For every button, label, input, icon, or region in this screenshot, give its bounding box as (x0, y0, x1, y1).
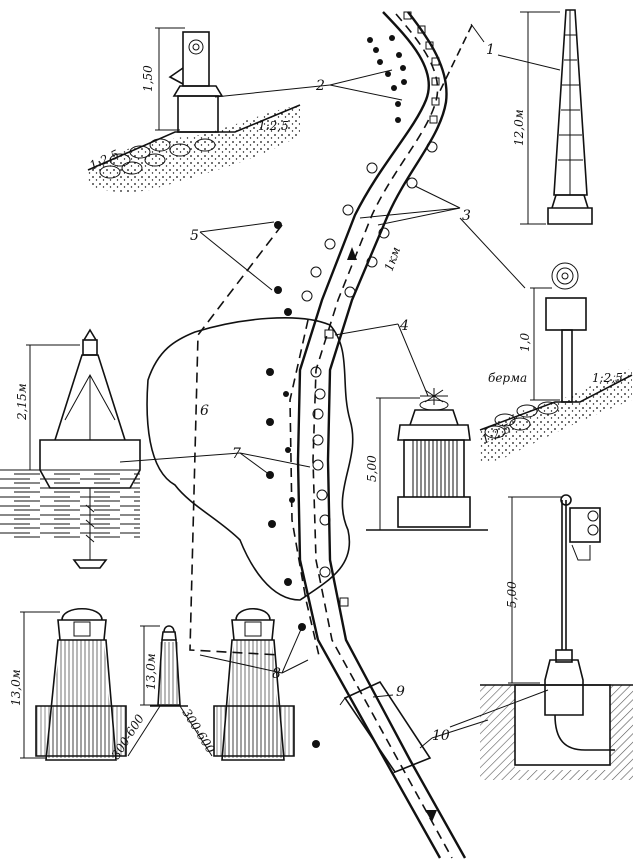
dim-light-buoy-height: 5,00 (365, 455, 379, 482)
callout-2: 2 (315, 78, 325, 94)
dim-lighthouse-left-height: 13,0м (9, 669, 23, 706)
dim-distance-right: 300-600 (179, 706, 217, 756)
lake-outline (146, 317, 354, 601)
callout-1: 1 (486, 42, 495, 58)
callout-10: 10 (432, 728, 450, 744)
dim-tower-height: 12,0м (512, 109, 526, 146)
embankment-sign (87, 27, 301, 193)
dim-lighthouse-mid-height: 13,0м (144, 653, 158, 690)
channel-arrow-bottom (425, 810, 437, 822)
dim-berm-label: берма (488, 371, 527, 385)
callout-3: 3 (462, 208, 471, 224)
dim-signal-post-height: 5,00 (505, 581, 519, 608)
lighthouse-right (213, 607, 295, 761)
light-beacon (366, 388, 488, 531)
dim-buoy-height: 2,15м (15, 383, 29, 421)
dim-channel-distance: 1км (382, 245, 404, 273)
callout-6: 6 (200, 403, 209, 419)
channel-markers (266, 11, 440, 748)
callout-labels: 1 2 3 4 5 6 7 8 9 10 (190, 42, 495, 744)
callout-9: 9 (396, 684, 405, 700)
section-line (189, 224, 283, 656)
lattice-tower (520, 9, 593, 225)
floating-buoy (0, 328, 141, 569)
dim-right-slope-right: 1:2,5 (592, 371, 623, 385)
signal-post (480, 494, 633, 780)
berm-sign (479, 262, 633, 462)
callout-5: 5 (190, 228, 199, 244)
callout-8: 8 (272, 666, 281, 682)
callout-4: 4 (399, 318, 409, 334)
dim-top-left-height: 1,50 (141, 65, 155, 92)
callout-7: 7 (232, 446, 241, 462)
lighthouse-left (20, 608, 127, 761)
lighthouse-middle (127, 625, 213, 757)
dim-sign-height: 1,0 (518, 333, 532, 352)
dim-top-left-slope-right: 1:2,5 (258, 119, 289, 133)
culvert-structure (339, 680, 432, 775)
channel-arrow-top (347, 247, 357, 260)
